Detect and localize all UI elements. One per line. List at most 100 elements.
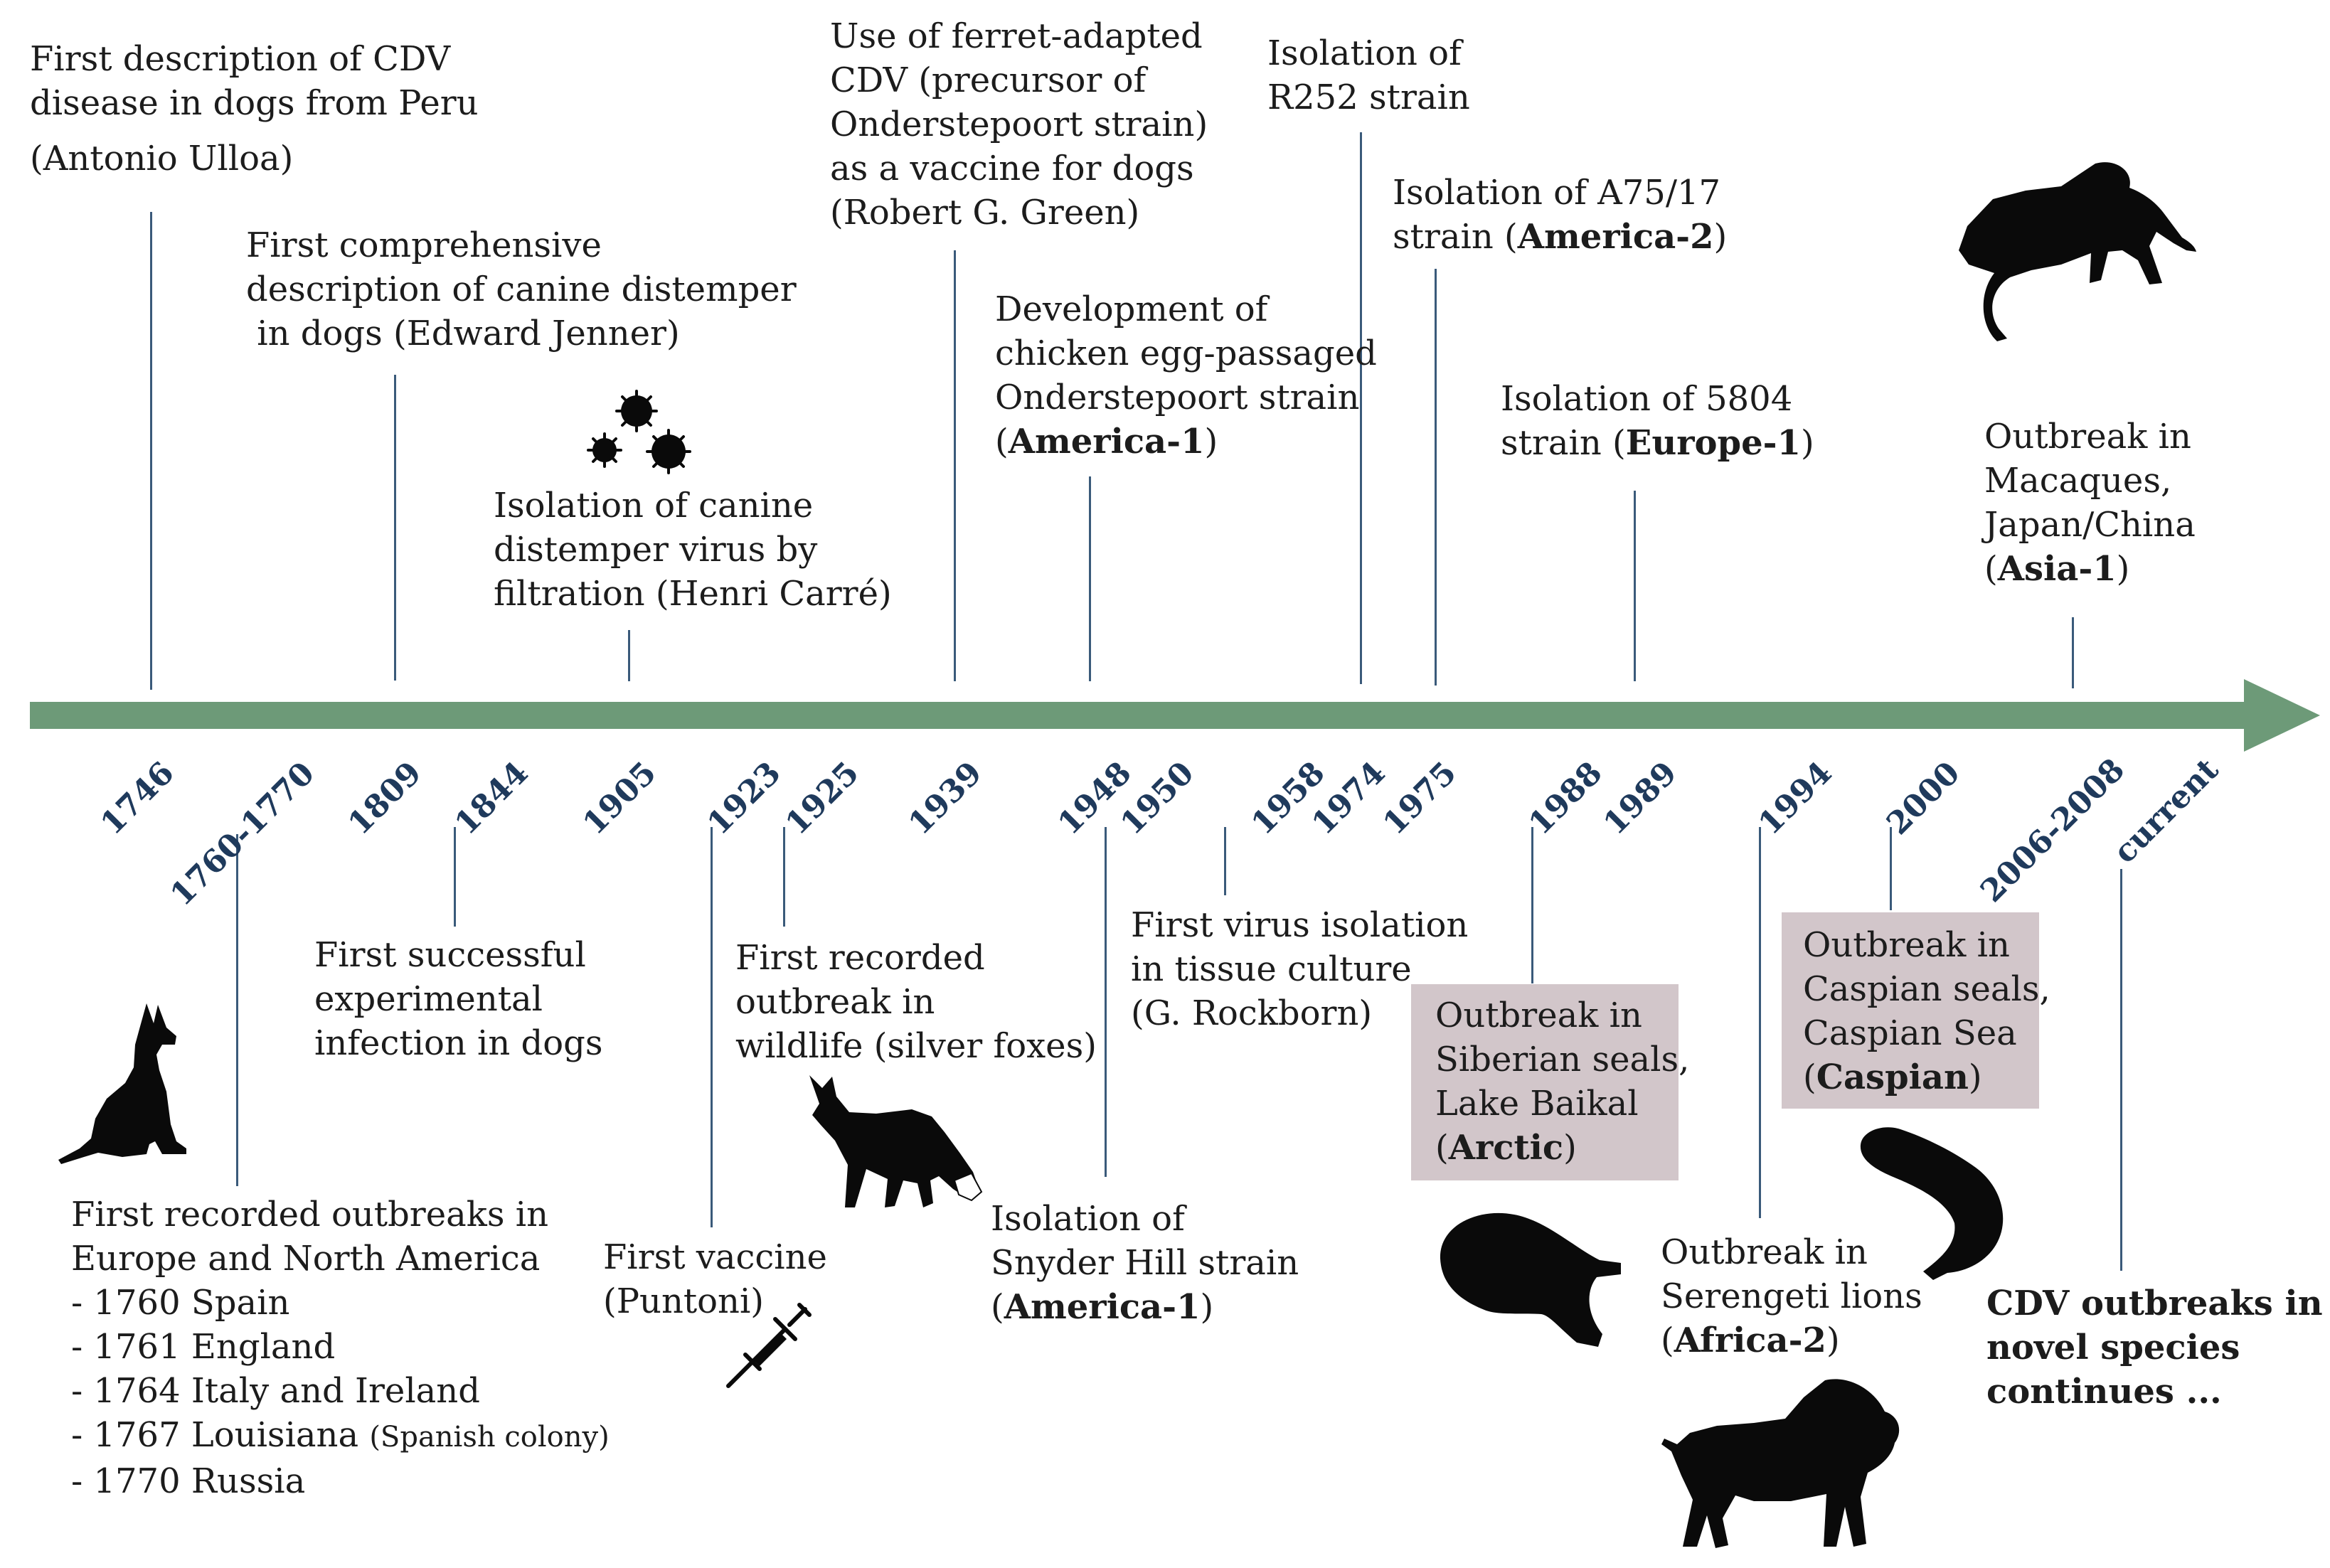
caspian-box (1782, 912, 2039, 1109)
outbreak-list-text: - 1767 Louisiana (71, 1415, 359, 1455)
event-text: distemper virus by (494, 530, 818, 570)
event-1925: First recorded outbreak in wildlife (sil… (735, 936, 1097, 1068)
event-note: (Antonio Ulloa) (30, 139, 294, 178)
strain-prefix: strain (1501, 423, 1613, 463)
outbreak-list-item: - 1767 Louisiana (Spanish colony) (71, 1413, 610, 1459)
strain-label: (Arctic) (1435, 1128, 1577, 1168)
event-text: novel species (1986, 1328, 2240, 1367)
strain-label: (Caspian) (1803, 1057, 1982, 1097)
event-1988: Outbreak in Siberian seals, Lake Baikal … (1435, 993, 1689, 1170)
tick-1809 (394, 375, 396, 681)
strain-prefix: strain (1393, 217, 1505, 257)
event-text: Onderstepoort strain (995, 378, 1360, 417)
event-text: Isolation of canine (494, 486, 814, 526)
event-1760: First recorded outbreaks in Europe and N… (71, 1193, 610, 1503)
tick-1989 (1634, 491, 1636, 681)
event-text: R252 strain (1267, 78, 1470, 117)
tick-2000 (1890, 827, 1892, 910)
outbreak-list-item: - 1760 Spain (71, 1283, 290, 1323)
lion-icon (1661, 1379, 1900, 1548)
tick-1958 (1224, 827, 1226, 895)
event-text: Isolation of (991, 1199, 1185, 1239)
event-text: Caspian Sea (1803, 1013, 2017, 1053)
strain-label: (Asia-1) (1984, 549, 2130, 589)
event-text: description of canine distemper (246, 270, 797, 309)
event-text: Outbreak in (1803, 925, 2010, 965)
event-1994: Outbreak in Serengeti lions (Africa-2) (1661, 1230, 1922, 1362)
event-current: CDV outbreaks in novel species continues… (1986, 1281, 2323, 1414)
tick-1974 (1360, 132, 1362, 684)
event-text: (Robert G. Green) (830, 193, 1140, 233)
event-text: First description of CDV (30, 39, 451, 79)
event-text: Isolation of A75/17 (1393, 173, 1721, 213)
virus-icon (587, 390, 691, 474)
event-text: wildlife (silver foxes) (735, 1026, 1097, 1066)
event-text: filtration (Henri Carré) (494, 574, 892, 614)
event-text: Use of ferret-adapted (830, 16, 1203, 56)
outbreak-list-item: - 1761 England (71, 1327, 336, 1367)
event-text: Japan/China (1984, 505, 2196, 545)
tick-1939 (954, 250, 956, 681)
event-text: Europe and North America (71, 1239, 541, 1279)
dog-icon (58, 1003, 186, 1164)
tick-current (2120, 869, 2122, 1271)
event-text: as a vaccine for dogs (830, 149, 1194, 188)
event-1923: First vaccine (Puntoni) (603, 1235, 827, 1323)
strain-name: Asia-1 (1997, 549, 2117, 589)
outbreak-list-item: - 1764 Italy and Ireland (71, 1371, 480, 1411)
event-text: Macaques, (1984, 461, 2172, 501)
event-text: (G. Rockborn) (1131, 993, 1373, 1033)
event-text: Outbreak in (1984, 417, 2191, 457)
tick-1746 (150, 212, 152, 690)
event-1939: Use of ferret-adapted CDV (precursor of … (830, 14, 1208, 235)
strain-name: America-1 (1004, 1287, 1201, 1327)
event-text: CDV outbreaks in (1986, 1284, 2323, 1323)
event-text: in tissue culture (1131, 949, 1412, 989)
event-2000: Outbreak in Caspian seals, Caspian Sea (… (1803, 923, 2050, 1099)
tick-1975 (1435, 269, 1437, 686)
tick-1760 (236, 834, 238, 1186)
strain-label: strain (Europe-1) (1501, 423, 1814, 463)
event-text: chicken egg-passaged (995, 334, 1377, 373)
event-text: disease in dogs from Peru (30, 83, 479, 123)
event-1974: Isolation of R252 strain (1267, 31, 1470, 119)
event-text: outbreak in (735, 982, 935, 1022)
tick-1988 (1531, 827, 1533, 983)
event-text: First recorded (735, 938, 985, 978)
event-text: Isolation of 5804 (1501, 379, 1793, 419)
event-text: First successful (314, 935, 586, 975)
strain-name: Africa-2 (1674, 1321, 1826, 1360)
event-text: First recorded outbreaks in (71, 1195, 549, 1234)
strain-label: strain (America-2) (1393, 217, 1728, 257)
event-text: Development of (995, 289, 1268, 329)
strain-label: (America-1) (991, 1287, 1214, 1327)
event-text: First vaccine (603, 1237, 827, 1277)
event-text: Lake Baikal (1435, 1084, 1639, 1124)
event-text: Outbreak in (1435, 996, 1642, 1035)
event-1950: Isolation of Snyder Hill strain (America… (991, 1197, 1299, 1329)
event-text: in dogs (Edward Jenner) (246, 314, 680, 353)
strain-label: (America-1) (995, 422, 1218, 462)
strain-name: Caspian (1816, 1057, 1969, 1097)
event-text: Onderstepoort strain) (830, 105, 1208, 144)
event-text: Caspian seals, (1803, 969, 2050, 1009)
outbreak-list-item: - 1770 Russia (71, 1461, 306, 1501)
event-1975: Isolation of A75/17 strain (America-2) (1393, 171, 1727, 259)
event-1844: First successful experimental infection … (314, 933, 603, 1065)
strain-name: Europe-1 (1625, 423, 1801, 463)
event-text: Siberian seals, (1435, 1040, 1690, 1079)
event-1958: First virus isolation in tissue culture … (1131, 903, 1468, 1035)
outbreak-list-note: (Spanish colony) (369, 1421, 610, 1454)
syringe-icon (726, 1303, 812, 1388)
caspian-seal-icon (1860, 1127, 2004, 1280)
event-text: Serengeti lions (1661, 1276, 1922, 1316)
seal-icon (1440, 1212, 1621, 1347)
event-text: continues ... (1986, 1372, 2222, 1412)
tick-1923 (711, 827, 713, 1227)
event-text: First virus isolation (1131, 905, 1469, 945)
tick-1950 (1105, 827, 1107, 1177)
event-1746: First description of CDV disease in dogs… (30, 37, 479, 181)
fox-icon (809, 1075, 983, 1207)
